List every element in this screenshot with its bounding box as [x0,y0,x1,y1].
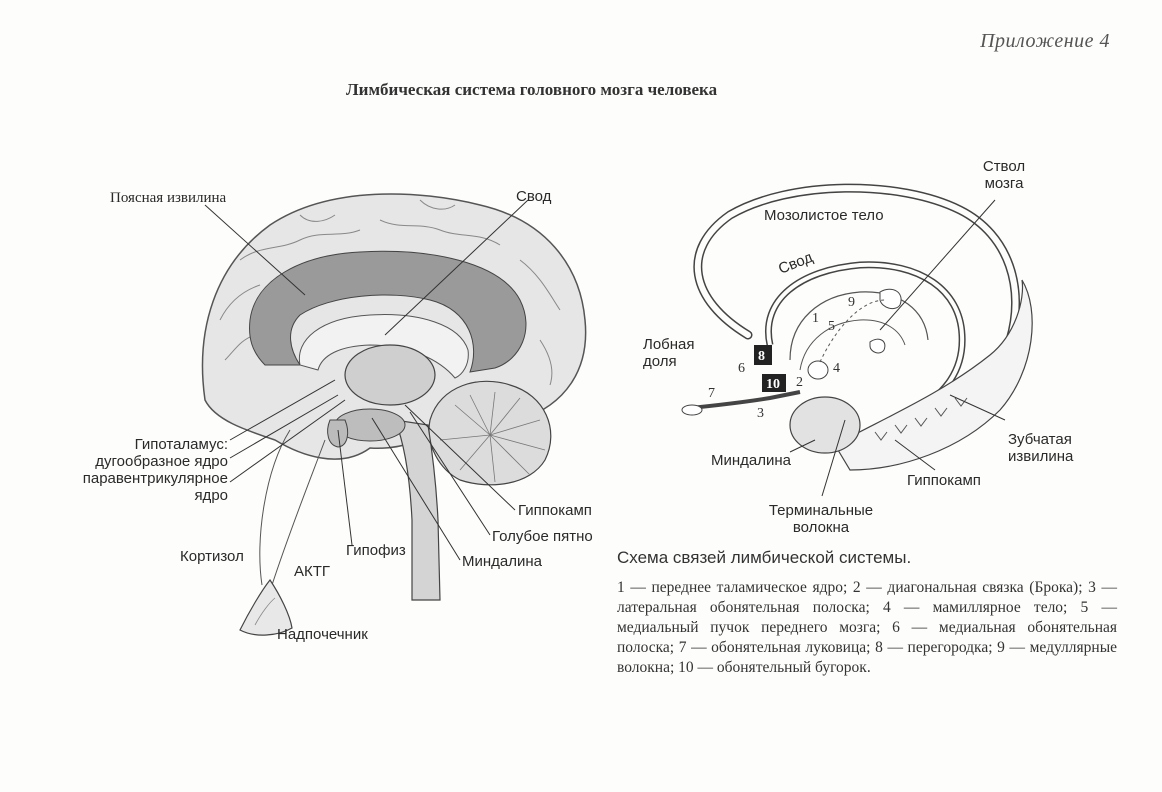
label-hypothalamus-line-2: дугообразное ядро [95,453,228,470]
label-brainstem-line-1: Ствол [982,158,1026,175]
label-locus-coeruleus: Голубое пятно [492,528,593,545]
label-frontal-lobe: Лобная доля [643,336,695,370]
scheme-num-2: 2 [796,375,803,390]
cingulate-gyrus [249,250,527,373]
label-scheme-hippocampus: Гиппокамп [907,472,981,489]
label-corpus-callosum: Мозолистое тело [764,207,884,224]
thalamus [344,344,436,406]
label-fornix: Свод [516,188,552,205]
page-title: Лимбическая система головного мозга чело… [346,80,718,99]
amygdala-body [789,396,861,454]
label-hypothalamus-line-4: ядро [194,487,228,504]
hippocampus-sweep [834,279,1033,471]
brain-leader-lines [204,199,529,561]
scheme-num-7: 7 [708,386,715,401]
appendix-label: Приложение 4 [980,30,1110,52]
label-terminal-fibers: Терминальные волокна [756,502,886,536]
label-brainstem-line-2: мозга [984,175,1024,192]
pituitary-gland [327,419,349,448]
scheme-num-5: 5 [828,319,835,334]
scheme-num-4: 4 [833,361,840,376]
olfactory-tubercle-box [762,374,786,392]
label-dentate-gyrus-line-1: Зубчатая [1008,431,1072,448]
olfactory-bulb [681,404,703,416]
label-dentate-gyrus-line-2: извилина [1008,448,1074,465]
medullary-fibers [789,291,929,361]
label-terminal-fibers-line-2: волокна [792,519,850,536]
scheme-caption-legend: 1 — переднее таламическое ядро; 2 — диаг… [617,579,1117,676]
label-cingulate-gyrus: Поясная извилина [110,190,227,206]
corpus-callosum [298,314,469,379]
label-frontal-lobe-line-2: доля [643,353,677,370]
dentate-gyrus-marks [874,397,968,441]
label-pituitary: Гипофиз [346,542,406,559]
label-adrenal: Надпочечник [277,626,368,643]
label-hippocampus: Гиппокамп [518,502,592,519]
label-hypothalamus-line-1: Гипоталамус: [134,436,228,453]
mammillary-body [807,360,829,380]
olfactory-tract [689,390,801,410]
hormone-pathway [271,439,326,586]
scheme-num-3: 3 [757,406,764,421]
label-amygdala: Миндалина [462,553,543,570]
scheme-num-6: 6 [738,361,745,376]
scheme-num-1: 1 [812,311,819,326]
label-brainstem: Ствол мозга [975,158,1033,192]
scheme-num-9: 9 [848,295,855,310]
label-acth: АКТГ [294,563,331,580]
label-scheme-amygdala: Миндалина [711,452,792,469]
cerebellum-folia [439,391,546,483]
label-cortisol: Кортизол [180,548,244,565]
label-frontal-lobe-line-1: Лобная [643,336,695,353]
brainstem [394,419,441,601]
label-dentate-gyrus: Зубчатая извилина [1008,431,1073,465]
label-hypothalamus-line-3: паравентрикулярное [82,470,228,487]
anterior-thalamic-nucleus [879,288,902,310]
septum-box [754,345,772,365]
scheme-num-8: 8 [758,349,765,364]
scheme-leader-lines [789,394,1006,497]
scheme-caption-title: Схема связей лимбической системы. [617,548,912,567]
scheme-num-10: 10 [766,377,780,392]
label-terminal-fibers-line-1: Терминальные [768,502,874,519]
label-hypothalamus: Гипоталамус: дугообразное ядро паравентр… [62,436,228,504]
